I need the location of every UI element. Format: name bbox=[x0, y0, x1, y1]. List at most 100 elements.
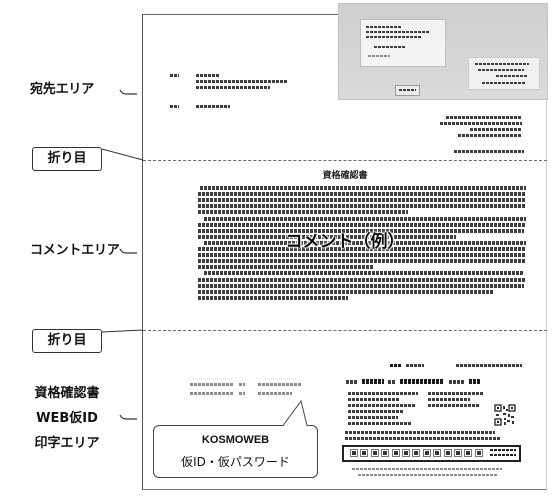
id-character-box bbox=[381, 449, 390, 457]
illegible-text-line bbox=[239, 383, 245, 386]
illegible-text-line bbox=[204, 271, 524, 275]
illegible-text-line bbox=[496, 75, 528, 77]
illegible-text-line bbox=[198, 198, 525, 202]
illegible-text-line bbox=[399, 89, 416, 91]
id-character-box bbox=[402, 449, 410, 457]
id-character-box bbox=[412, 449, 421, 457]
comment-area-label: コメントエリア bbox=[30, 243, 120, 258]
illegible-text-line bbox=[198, 235, 456, 239]
illegible-text-line bbox=[258, 392, 292, 395]
illegible-text-line bbox=[198, 278, 526, 282]
fold-bottom-label: 折り目 bbox=[32, 329, 102, 353]
illegible-text-line bbox=[196, 86, 270, 89]
id-character-box bbox=[474, 449, 483, 457]
illegible-text-line bbox=[198, 192, 526, 196]
id-character-box bbox=[350, 449, 358, 457]
illegible-text-line bbox=[358, 474, 498, 476]
illegible-text-line bbox=[198, 296, 348, 300]
illegible-text-line bbox=[346, 380, 358, 384]
fold-line-bottom bbox=[143, 330, 547, 331]
illegible-text-line bbox=[366, 26, 402, 28]
id-character-box bbox=[464, 449, 473, 457]
id-character-box bbox=[391, 449, 400, 457]
illegible-text-line bbox=[198, 265, 374, 269]
id-character-box bbox=[422, 449, 431, 457]
callout-caption: 仮ID・仮パスワード bbox=[181, 455, 290, 469]
illegible-text-line bbox=[428, 404, 480, 407]
illegible-text-line bbox=[198, 284, 524, 288]
illegible-text-line bbox=[482, 82, 526, 84]
illegible-text-line bbox=[196, 74, 220, 77]
envelope-sender-label bbox=[468, 57, 540, 90]
illegible-text-line bbox=[200, 186, 526, 190]
illegible-text-line bbox=[345, 437, 501, 440]
illegible-text-line bbox=[204, 217, 526, 221]
web-temp-id-box bbox=[342, 445, 521, 462]
illegible-text-line bbox=[198, 253, 525, 257]
id-character-box bbox=[370, 449, 379, 457]
illegible-text-line bbox=[428, 392, 484, 395]
illegible-text-line bbox=[198, 259, 526, 263]
print-area-label-line-1: 資格確認書 bbox=[34, 386, 100, 401]
illegible-text-line bbox=[454, 150, 524, 153]
illegible-text-line bbox=[170, 105, 179, 108]
illegible-text-line bbox=[440, 122, 522, 125]
illegible-text-line bbox=[469, 379, 481, 384]
illegible-text-line bbox=[490, 454, 516, 456]
illegible-text-line bbox=[348, 398, 400, 401]
illegible-text-line bbox=[345, 431, 495, 434]
illegible-text-line bbox=[348, 404, 416, 407]
illegible-text-line bbox=[196, 105, 230, 108]
illegible-text-line bbox=[239, 392, 245, 395]
fold-line-top bbox=[143, 160, 547, 161]
print-area-label-line-2: WEB仮ID bbox=[36, 411, 98, 426]
illegible-text-line bbox=[458, 134, 522, 137]
id-character-box bbox=[454, 449, 462, 457]
illegible-text-line bbox=[368, 55, 390, 57]
illegible-text-line bbox=[366, 31, 430, 33]
illegible-text-line bbox=[475, 63, 529, 65]
illegible-text-line bbox=[352, 468, 502, 470]
illegible-text-line bbox=[198, 290, 494, 294]
illegible-text-line bbox=[428, 398, 470, 401]
callout-service-name: KOSMOWEB bbox=[201, 434, 270, 446]
illegible-text-line bbox=[198, 229, 524, 233]
illegible-text-line bbox=[348, 392, 418, 395]
comment-example-overlay: コメント（例） bbox=[285, 232, 405, 252]
illegible-text-line bbox=[456, 364, 522, 367]
id-character-box bbox=[433, 449, 442, 457]
illegible-text-line bbox=[258, 383, 302, 386]
kosmoweb-callout: KOSMOWEB 仮ID・仮パスワード bbox=[153, 425, 318, 478]
illegible-text-line bbox=[198, 247, 526, 251]
illegible-text-line bbox=[348, 416, 398, 419]
illegible-text-line bbox=[348, 410, 404, 413]
illegible-text-line bbox=[406, 364, 424, 367]
illegible-text-line bbox=[449, 380, 465, 384]
illegible-text-line bbox=[198, 223, 526, 227]
print-area-label-line-3: 印字エリア bbox=[34, 436, 100, 451]
qr-code bbox=[494, 404, 516, 426]
print-area-label: 資格確認書 WEB仮ID 印字エリア bbox=[24, 381, 110, 456]
illegible-text-line bbox=[388, 380, 396, 384]
illegible-text-line bbox=[470, 128, 522, 131]
id-character-box bbox=[360, 449, 369, 457]
fold-top-label: 折り目 bbox=[32, 147, 102, 171]
illegible-text-line bbox=[374, 46, 406, 48]
illegible-text-line bbox=[478, 69, 524, 71]
illegible-text-line bbox=[204, 241, 526, 245]
illegible-text-line bbox=[190, 383, 234, 386]
illegible-text-line bbox=[196, 80, 288, 83]
illegible-text-line bbox=[190, 392, 234, 395]
illegible-text-line bbox=[348, 422, 412, 425]
illegible-text-line bbox=[170, 74, 179, 77]
illegible-text-line bbox=[390, 364, 402, 367]
illegible-text-line bbox=[446, 116, 522, 119]
illegible-text-line bbox=[366, 36, 422, 38]
illegible-text-line bbox=[362, 379, 384, 384]
illegible-text-line bbox=[198, 204, 526, 208]
illegible-text-line bbox=[198, 210, 408, 214]
address-area-label: 宛先エリア bbox=[30, 82, 95, 97]
illegible-text-line bbox=[400, 379, 444, 384]
